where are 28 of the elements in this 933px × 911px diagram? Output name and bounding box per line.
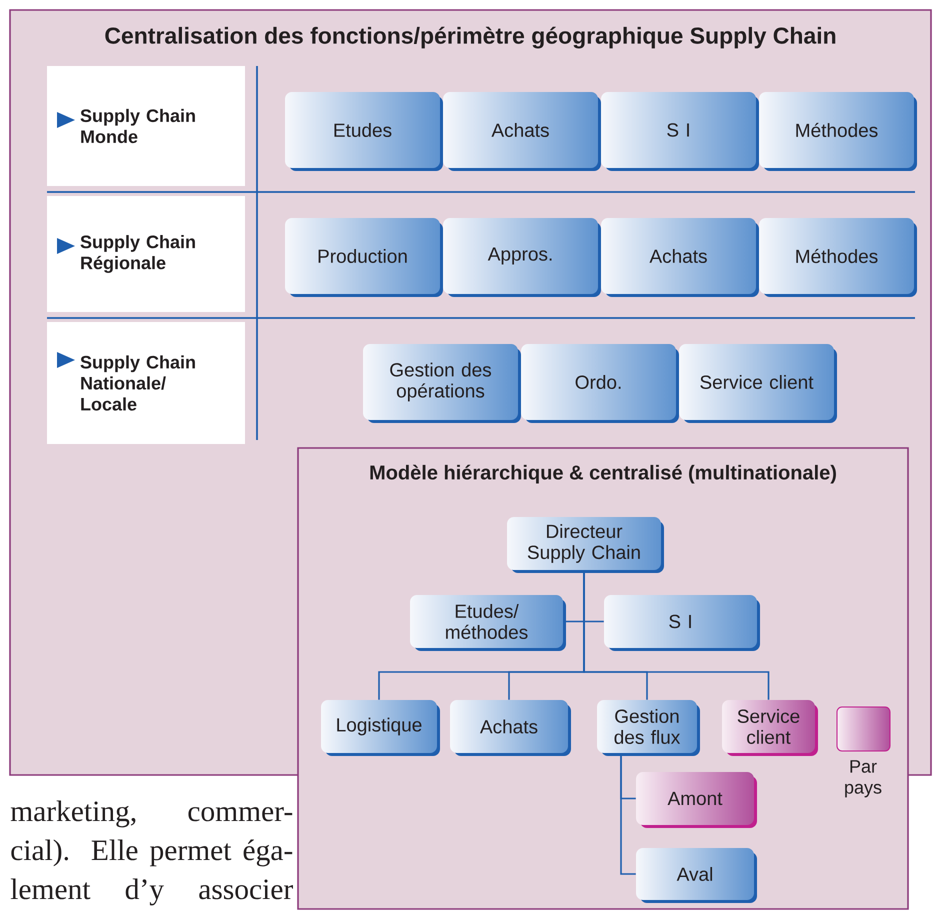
function-box: Gestion des opérations	[363, 344, 521, 423]
function-box: Appros.	[443, 218, 601, 297]
body-text: lement d’y associer	[10, 878, 293, 906]
org-box: Etudes/ méthodes	[410, 595, 566, 651]
category-box: Supply Chain Régionale	[47, 196, 245, 312]
org-box: Achats	[450, 700, 571, 756]
function-box: Production	[285, 218, 443, 297]
function-box: Ordo.	[521, 344, 679, 423]
org-box: Service client	[722, 700, 818, 756]
function-box: S I	[601, 92, 759, 171]
function-box: Service client	[679, 344, 837, 423]
org-box: Directeur Supply Chain	[507, 517, 664, 573]
org-box: Aval	[636, 848, 757, 903]
body-text: marketing, commer-	[10, 800, 292, 828]
function-box: Achats	[601, 218, 759, 297]
function-box: Achats	[443, 92, 601, 171]
org-box: S I	[604, 595, 760, 651]
org-box: Gestion des flux	[597, 700, 700, 756]
connector-line	[583, 570, 770, 700]
body-text: cial). Elle permet éga-	[11, 839, 292, 866]
category-box: Supply Chain Monde	[47, 66, 245, 186]
function-box: Etudes	[285, 92, 443, 171]
category-box: Supply Chain Nationale/ Locale	[47, 322, 245, 444]
org-box: Amont	[636, 772, 757, 828]
function-box: Méthodes	[759, 92, 917, 171]
function-box: Méthodes	[759, 218, 917, 297]
org-box: Logistique	[321, 700, 440, 756]
connector-line	[620, 753, 636, 875]
